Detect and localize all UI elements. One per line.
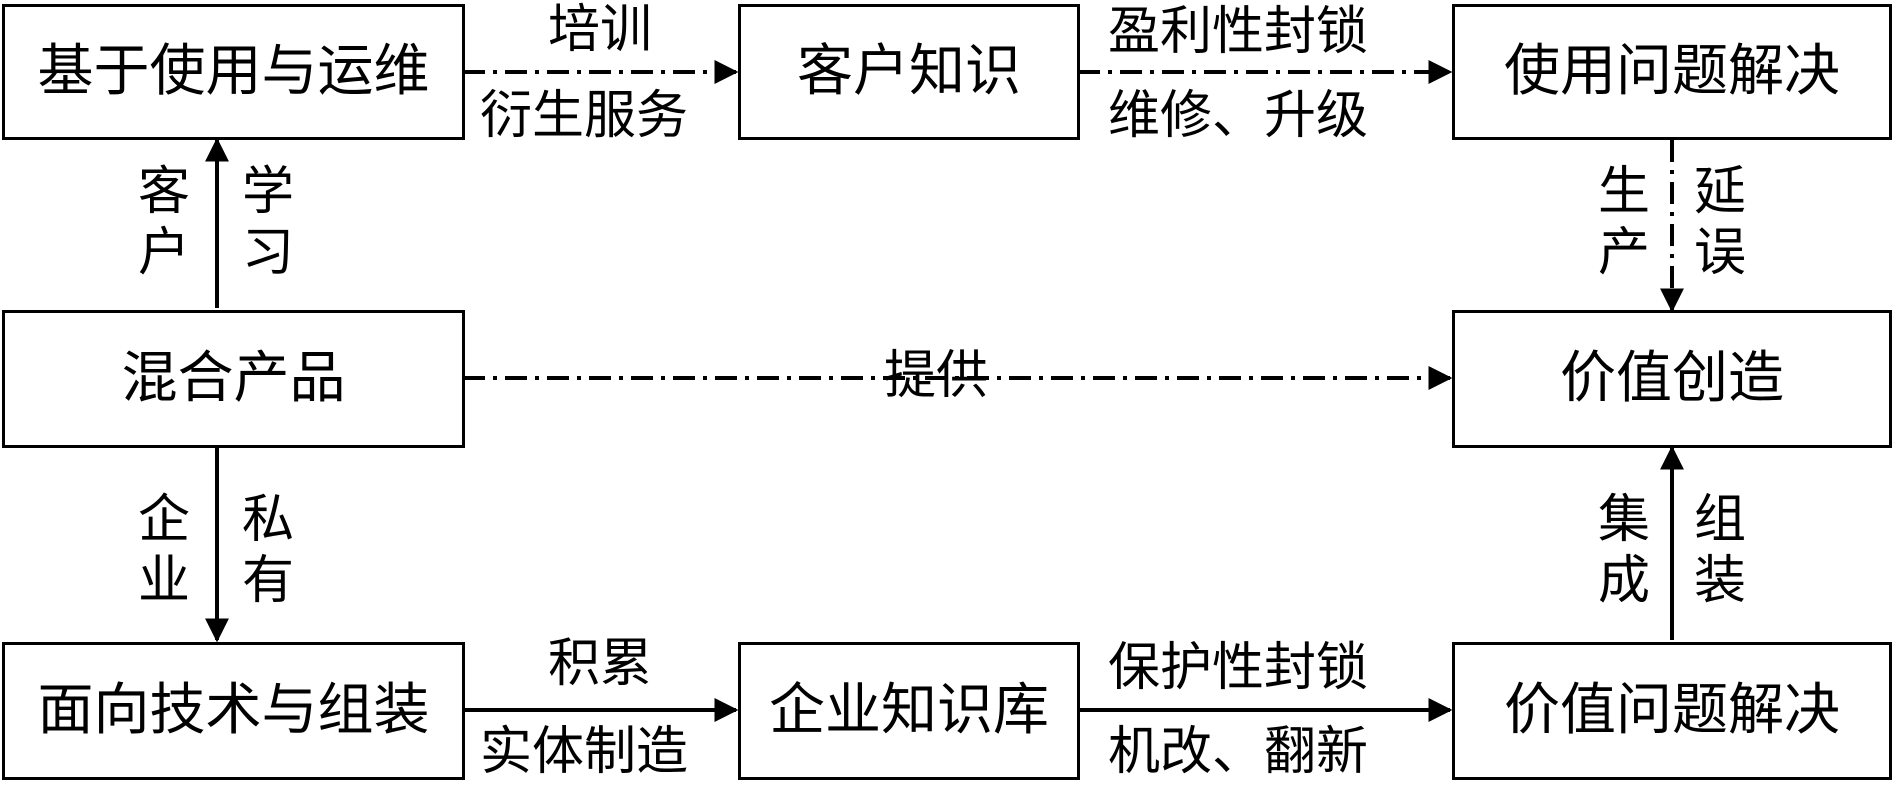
label-protective-lock: 保护性封锁	[1108, 638, 1369, 698]
label-enterprise: 企 业	[137, 490, 190, 611]
label-accumulate: 积累	[548, 634, 653, 694]
box-customer-knowledge: 客户知识	[738, 4, 1080, 140]
box-enterprise-kb: 企业知识库	[738, 642, 1080, 780]
label-physical-mfg: 实体制造	[480, 722, 689, 782]
box-use-ops: 基于使用与运维	[2, 4, 465, 140]
label-provide: 提供	[884, 346, 989, 406]
label-integration: 集 成	[1597, 490, 1650, 611]
box-value-solution: 价值问题解决	[1452, 642, 1892, 780]
label-learning: 学 习	[241, 162, 294, 283]
label-repair-upgrade: 维修、升级	[1108, 86, 1369, 146]
box-value-creation: 价值创造	[1452, 310, 1892, 448]
box-use-solution: 使用问题解决	[1452, 4, 1892, 140]
label-assembly: 组 装	[1693, 490, 1746, 611]
label-profit-lock: 盈利性封锁	[1108, 2, 1369, 62]
label-private: 私 有	[241, 490, 294, 611]
box-tech-assembly: 面向技术与组装	[2, 642, 465, 780]
label-derived-services: 衍生服务	[480, 86, 689, 146]
box-hybrid-product: 混合产品	[2, 310, 465, 448]
label-customer: 客 户	[137, 162, 190, 283]
label-production: 生 产	[1597, 162, 1650, 283]
label-training: 培训	[548, 0, 653, 60]
label-retrofit-refurbish: 机改、翻新	[1108, 722, 1369, 782]
label-delay: 延 误	[1693, 162, 1746, 283]
